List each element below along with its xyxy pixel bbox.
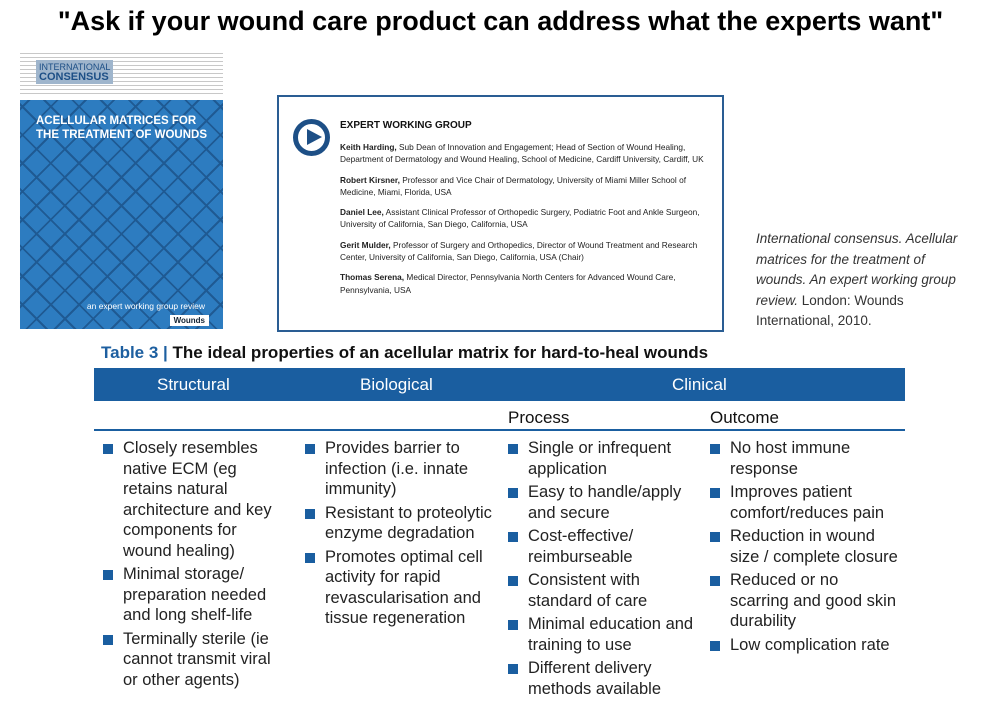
member-role: Professor and Vice Chair of Dermatology,… bbox=[340, 174, 686, 197]
item-text: Low complication rate bbox=[730, 635, 890, 654]
list-item: Promotes optimal cell activity for rapid… bbox=[305, 547, 495, 629]
table-subheader: Process Outcome bbox=[94, 401, 905, 431]
list-item: Provides barrier to infection (i.e. inna… bbox=[305, 438, 495, 500]
cover-title-line2: THE TREATMENT OF WOUNDS bbox=[36, 129, 207, 141]
member-entry: Thomas Serena, Medical Director, Pennsyl… bbox=[340, 271, 715, 296]
member-role: Assistant Clinical Professor of Orthoped… bbox=[340, 207, 700, 230]
structural-column: Closely resembles native ECM (eg retains… bbox=[103, 438, 283, 693]
badge-line1: INTERNATIONAL bbox=[39, 62, 111, 72]
member-role: Professor of Surgery and Orthopedics, Di… bbox=[340, 239, 698, 263]
bullet-icon bbox=[103, 570, 113, 580]
item-text: Provides barrier to infection (i.e. inna… bbox=[325, 439, 469, 498]
item-text: Different delivery methods available bbox=[528, 659, 661, 698]
item-text: Minimal storage/ preparation needed and … bbox=[123, 565, 267, 624]
bullet-icon bbox=[710, 640, 720, 651]
badge-line2: CONSENSUS bbox=[39, 71, 109, 83]
item-text: No host immune response bbox=[730, 439, 851, 478]
cover-subtitle: an expert working group review bbox=[86, 301, 205, 311]
bullet-icon bbox=[508, 444, 518, 454]
member-name: Daniel Lee, bbox=[340, 207, 384, 218]
item-text: Easy to handle/apply and secure bbox=[528, 483, 682, 522]
member-name: Robert Kirsner, bbox=[340, 174, 400, 185]
member-name: Thomas Serena, bbox=[340, 272, 405, 283]
member-name: Keith Harding, bbox=[340, 142, 397, 152]
header-biological: Biological bbox=[360, 375, 433, 394]
list-item: Closely resembles native ECM (eg retains… bbox=[103, 438, 283, 561]
bullet-icon bbox=[305, 552, 315, 563]
item-text: Reduced or no scarring and good skin dur… bbox=[730, 571, 897, 630]
member-entry: Keith Harding, Sub Dean of Innovation an… bbox=[340, 141, 715, 166]
header-outcome: Outcome bbox=[710, 408, 779, 427]
header-clinical: Clinical bbox=[672, 375, 727, 394]
wounds-logo: Wounds bbox=[169, 315, 209, 326]
bullet-icon bbox=[508, 620, 518, 630]
member-role: Medical Director, Pennsylvania North Cen… bbox=[340, 272, 676, 295]
item-text: Reduction in wound size / complete closu… bbox=[730, 527, 898, 566]
expert-group-box: EXPERT WORKING GROUP Keith Harding, Sub … bbox=[277, 95, 724, 332]
member-list: Keith Harding, Sub Dean of Innovation an… bbox=[340, 141, 715, 304]
member-role: Sub Dean of Innovation and Engagement; H… bbox=[340, 142, 704, 165]
bullet-icon bbox=[710, 488, 720, 498]
item-text: Resistant to proteolytic enzyme degradat… bbox=[325, 503, 492, 543]
bullet-icon bbox=[103, 634, 113, 645]
item-text: Closely resembles native ECM (eg retains… bbox=[123, 439, 272, 560]
table-label: Table 3 | bbox=[101, 343, 168, 362]
list-item: Terminally sterile (ie cannot transmit v… bbox=[103, 629, 283, 691]
item-text: Promotes optimal cell activity for rapid… bbox=[325, 547, 483, 628]
list-item: Consistent with standard of care bbox=[508, 570, 698, 611]
cover-image: ACELLULAR MATRICES FOR THE TREATMENT OF W… bbox=[20, 100, 223, 329]
table-header: Structural Biological Clinical bbox=[94, 368, 905, 401]
member-name: Gerit Mulder, bbox=[340, 239, 391, 250]
list-item: No host immune response bbox=[710, 438, 900, 479]
header-structural: Structural bbox=[157, 375, 230, 394]
bullet-icon bbox=[508, 664, 518, 674]
slide-title: "Ask if your wound care product can addr… bbox=[57, 6, 944, 36]
citation-italic: International consensus. Acellular matri… bbox=[756, 231, 958, 308]
bullet-icon bbox=[710, 444, 720, 454]
list-item: Reduction in wound size / complete closu… bbox=[710, 526, 900, 567]
list-item: Single or infrequent application bbox=[508, 438, 698, 479]
table-caption: The ideal properties of an acellular mat… bbox=[167, 343, 709, 362]
list-item: Improves patient comfort/reduces pain bbox=[710, 482, 900, 523]
expert-group-heading: EXPERT WORKING GROUP bbox=[340, 120, 472, 131]
bullet-icon bbox=[305, 444, 315, 454]
header-process: Process bbox=[508, 408, 570, 427]
list-item: Easy to handle/apply and secure bbox=[508, 482, 698, 523]
member-entry: Daniel Lee, Assistant Clinical Professor… bbox=[340, 206, 715, 231]
item-text: Single or infrequent application bbox=[528, 439, 672, 478]
item-text: Improves patient comfort/reduces pain bbox=[730, 483, 885, 522]
citation: International consensus. Acellular matri… bbox=[756, 229, 971, 332]
item-text: Cost-effective/ reimburseable bbox=[528, 527, 634, 566]
item-text: Consistent with standard of care bbox=[528, 571, 648, 610]
bullet-icon bbox=[508, 488, 518, 498]
item-text: Minimal education and training to use bbox=[528, 615, 694, 654]
member-entry: Gerit Mulder, Professor of Surgery and O… bbox=[340, 239, 715, 264]
bullet-icon bbox=[710, 532, 720, 542]
play-icon bbox=[293, 119, 330, 156]
bullet-icon bbox=[103, 444, 113, 454]
item-text: Terminally sterile (ie cannot transmit v… bbox=[123, 629, 271, 689]
member-entry: Robert Kirsner, Professor and Vice Chair… bbox=[340, 174, 715, 199]
list-item: Minimal education and training to use bbox=[508, 614, 698, 655]
cover-title-line1: ACELLULAR MATRICES FOR bbox=[36, 115, 197, 127]
cover-title: ACELLULAR MATRICES FOR THE TREATMENT OF W… bbox=[36, 114, 207, 142]
list-item: Low complication rate bbox=[710, 635, 900, 656]
bullet-icon bbox=[508, 576, 518, 586]
list-item: Reduced or no scarring and good skin dur… bbox=[710, 570, 900, 632]
bullet-icon bbox=[305, 508, 315, 519]
table-title: Table 3 | The ideal properties of an ace… bbox=[101, 343, 708, 363]
bullet-icon bbox=[710, 576, 720, 586]
biological-column: Provides barrier to infection (i.e. inna… bbox=[305, 438, 495, 632]
list-item: Minimal storage/ preparation needed and … bbox=[103, 564, 283, 626]
list-item: Different delivery methods available bbox=[508, 658, 698, 699]
bullet-icon bbox=[508, 532, 518, 542]
list-item: Cost-effective/ reimburseable bbox=[508, 526, 698, 567]
list-item: Resistant to proteolytic enzyme degradat… bbox=[305, 503, 495, 544]
citation-plain: London: Wounds International, 2010. bbox=[756, 292, 904, 329]
